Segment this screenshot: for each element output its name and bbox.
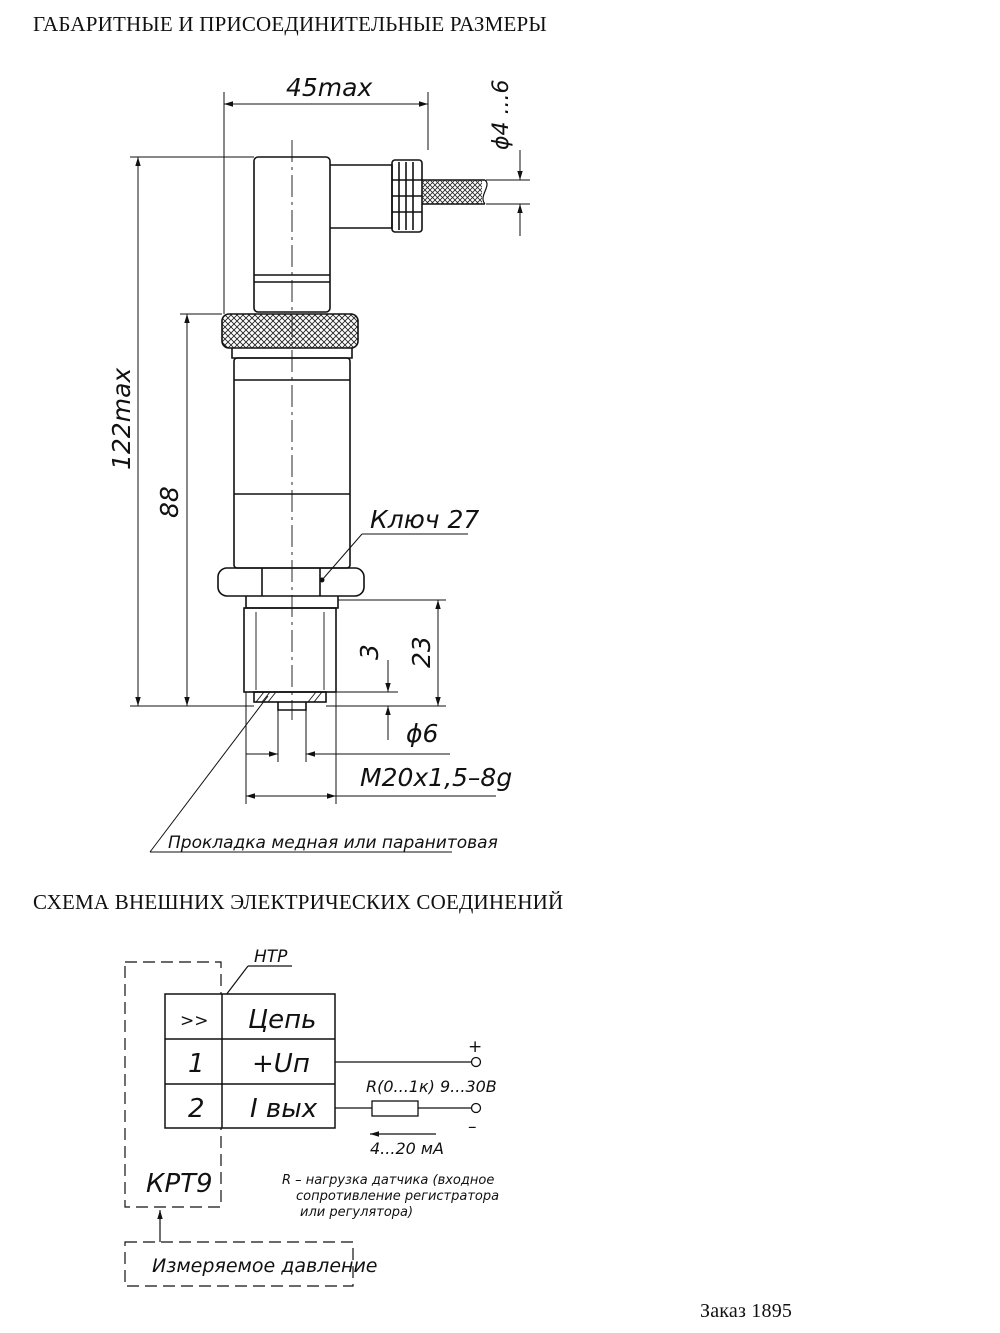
thread-label: М20х1,5–8g (360, 763, 512, 792)
body-height-label: 88 (155, 486, 184, 518)
sensor-outline (253, 140, 488, 720)
circuit-wires (335, 1061, 472, 1137)
cable-diameter-label: ϕ4 ...6 (489, 80, 514, 150)
table-row-1-pin: 1 (188, 1049, 205, 1079)
device-name: КРТ9 (146, 1169, 213, 1199)
dimension-lines (130, 92, 530, 853)
connection-table (164, 993, 336, 1129)
measured-pressure-label: Измеряемое давление (152, 1255, 377, 1277)
port-diameter-label: ϕ6 (406, 719, 438, 748)
height-max-label: 122max (107, 368, 136, 470)
supply-voltage-label: 9...30В (440, 1077, 497, 1096)
connector-label: НТР (254, 947, 288, 967)
thread-length-label: 23 (407, 636, 436, 668)
wiring-heading: СХЕМА ВНЕШНИХ ЭЛЕКТРИЧЕСКИХ СОЕДИНЕНИЙ (33, 890, 564, 914)
cable-braid (422, 180, 482, 204)
wrench-leader-dot (319, 577, 325, 583)
plus-sign: + (468, 1037, 482, 1057)
minus-terminal (470, 1102, 482, 1114)
load-note-line-2: сопротивление регистратора (296, 1189, 499, 1204)
load-note-line-3: или регулятора) (300, 1205, 413, 1220)
gasket-label: Прокладка медная или паранитовая (168, 833, 498, 853)
current-range-label: 4...20 мА (370, 1139, 444, 1158)
table-header-circuit: Цепь (248, 1005, 317, 1035)
resistor-label: R(0...1к) (366, 1077, 435, 1096)
table-row-1-circuit: +Uп (252, 1049, 310, 1079)
plus-terminal (470, 1056, 482, 1068)
wrench-label: Ключ 27 (370, 505, 479, 534)
dimensions-heading: ГАБАРИТНЫЕ И ПРИСОЕДИНИТЕЛЬНЫЕ РАЗМЕРЫ (33, 12, 547, 36)
order-number: Заказ 1895 (700, 1300, 793, 1322)
load-note-line-1: R – нагрузка датчика (входное (282, 1173, 494, 1188)
knurled-nut (221, 313, 359, 349)
table-row-2-circuit: I вых (250, 1094, 318, 1124)
gasket-hatch (255, 691, 323, 703)
minus-sign: – (468, 1117, 477, 1137)
sensor-body (217, 348, 365, 711)
load-resistor (371, 1100, 419, 1117)
table-header-pin: >> (180, 1011, 209, 1031)
table-row-2-pin: 2 (188, 1094, 205, 1124)
width-max-label: 45max (286, 73, 372, 102)
chamfer-label: 3 (355, 644, 384, 660)
